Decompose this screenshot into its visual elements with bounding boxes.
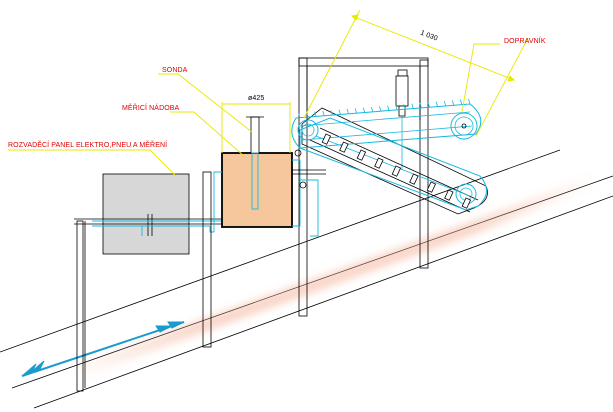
chain-tooth: [370, 106, 374, 113]
label-rozvadeci-panel: ROZVADĚCÍ PANEL ELEKTRO,PNEU A MĚŘENÍ: [8, 140, 167, 149]
dimension-lines: [8, 9, 529, 177]
chain-tooth: [395, 104, 398, 111]
chain-tooth: [403, 104, 406, 110]
top-frame: [298, 57, 429, 120]
chain-teeth: [298, 98, 471, 119]
chain-tooth: [387, 105, 390, 111]
conveyor-flight: [321, 133, 332, 145]
dimension-diameter-label: ø425: [248, 95, 264, 102]
conveyor-flight: [374, 157, 384, 169]
conveyor-flight: [356, 149, 367, 161]
chain-tooth: [338, 109, 341, 115]
chain-tooth: [435, 101, 439, 107]
chain-tooth: [419, 102, 422, 109]
conveyor-flight: [461, 197, 472, 209]
chain-tooth: [379, 106, 382, 112]
probe-sonda: [246, 116, 264, 210]
vessel-cyan-outline: [213, 159, 319, 237]
label-sonda: SONDA: [162, 67, 188, 74]
cyan-pipe-lines: [92, 220, 222, 236]
conveyor-flight: [444, 189, 454, 201]
conveyor-flight: [409, 173, 419, 185]
label-merici-nadoba: MĚŘICÍ NÁDOBA: [122, 103, 180, 112]
chain-conveyor: [291, 103, 488, 215]
chain-tooth: [314, 111, 317, 117]
chain-tooth: [362, 107, 366, 113]
chain-tooth: [427, 102, 430, 108]
chain-tooth: [330, 110, 333, 116]
chain-tooth: [346, 108, 349, 115]
pneumatic-cylinder: [395, 69, 409, 117]
conveyor-flight: [426, 181, 437, 193]
chain-tooth: [298, 112, 301, 119]
chain-tooth: [411, 103, 414, 109]
flow-direction-arrow-icon: [21, 321, 185, 377]
dimension-length-label: 1 030: [419, 30, 438, 43]
material-flow-band: [70, 176, 600, 378]
label-dopravnik: DOPRAVNÍK: [504, 36, 546, 45]
measuring-vessel: [221, 152, 293, 228]
conveyor-flights: [321, 133, 472, 209]
vessel-mount-arm: [292, 149, 326, 189]
chain-tooth: [468, 98, 471, 105]
chain-tooth: [322, 110, 325, 117]
chain-tooth: [451, 100, 455, 106]
control-panel-cabinet: [102, 173, 190, 255]
chain-tooth: [460, 99, 463, 105]
horizontal-pipe: [74, 214, 222, 236]
conveyor-flight: [391, 165, 402, 177]
chain-tooth: [443, 100, 447, 107]
conveyor-flight: [339, 141, 349, 153]
chain-tooth: [354, 108, 358, 114]
